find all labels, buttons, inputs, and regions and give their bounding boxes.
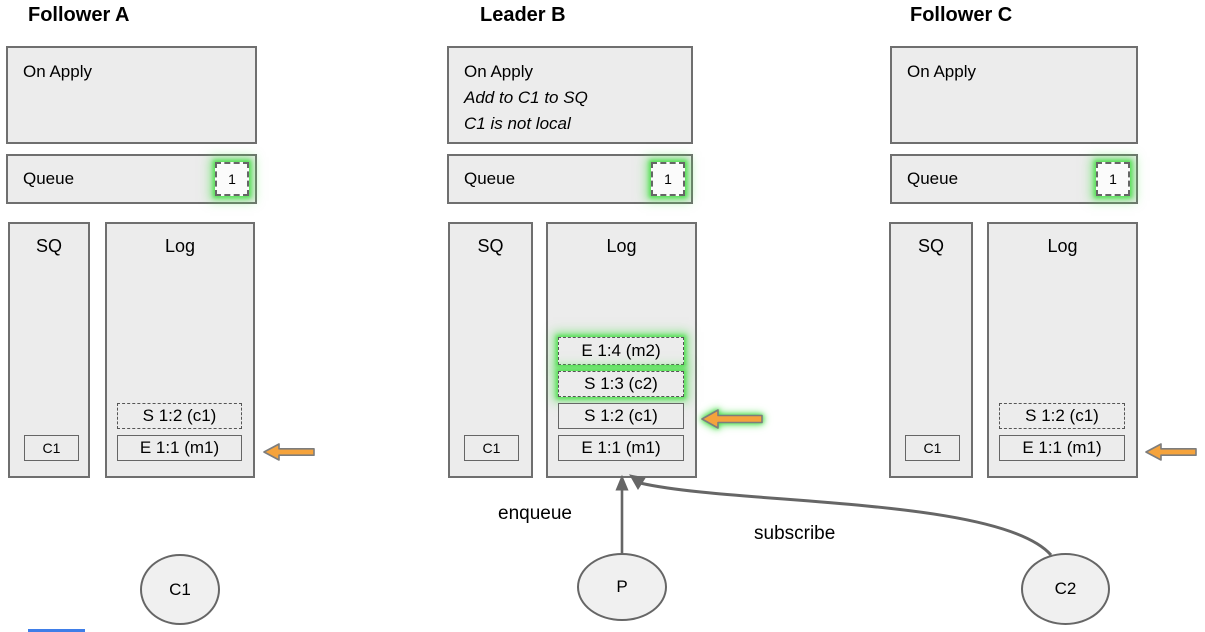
log-entry: S 1:3 (c2) (558, 371, 684, 397)
log-entry: S 1:2 (c1) (117, 403, 242, 429)
log-entry: E 1:4 (m2) (558, 337, 684, 365)
actor-circle-p: P (577, 553, 667, 621)
log-label: Log (164, 236, 196, 256)
subscribe-label: subscribe (754, 523, 836, 544)
on-apply-box: On Apply (890, 46, 1138, 144)
log-label: Log (606, 236, 637, 256)
log-entry: S 1:2 (c1) (558, 403, 684, 429)
sq-box: SQ C1 (448, 222, 533, 478)
sq-entry-c1: C1 (464, 435, 519, 461)
on-apply-label: On Apply (464, 62, 533, 81)
log-entry: E 1:1 (m1) (117, 435, 242, 461)
on-apply-label: On Apply (907, 62, 976, 81)
queue-count-badge: 1 (215, 162, 249, 196)
queue-box: Queue 1 (890, 154, 1138, 204)
queue-label: Queue (464, 169, 516, 188)
on-apply-label: On Apply (23, 62, 92, 81)
bottom-edge-blue-sliver (28, 629, 85, 632)
actor-circle-c2: C2 (1021, 553, 1110, 625)
node-title: Follower C (910, 4, 1013, 26)
log-box: Log E 1:4 (m2) S 1:3 (c2) S 1:2 (c1) E 1… (546, 222, 697, 478)
on-apply-note: C1 is not local (464, 114, 571, 133)
node-follower-a: Follower A On Apply Queue 1 SQ C1 Log S … (6, 0, 257, 632)
pointer-arrow-icon (701, 409, 763, 429)
node-leader-b: Leader B On Apply Add to C1 to SQ C1 is … (447, 0, 697, 632)
log-entry: S 1:2 (c1) (999, 403, 1125, 429)
queue-box: Queue 1 (6, 154, 257, 204)
queue-label: Queue (23, 169, 75, 188)
node-title: Follower A (28, 4, 130, 26)
on-apply-note: Add to C1 to SQ (464, 88, 588, 107)
on-apply-box: On Apply Add to C1 to SQ C1 is not local (447, 46, 693, 144)
pointer-arrow-icon (1145, 443, 1197, 461)
node-title: Leader B (480, 4, 566, 26)
log-entry: E 1:1 (m1) (558, 435, 684, 461)
enqueue-label: enqueue (498, 503, 572, 524)
on-apply-box: On Apply (6, 46, 257, 144)
sq-box: SQ C1 (8, 222, 90, 478)
sq-box: SQ C1 (889, 222, 973, 478)
sq-label: SQ (477, 236, 504, 256)
node-follower-c: Follower C On Apply Queue 1 SQ C1 Log S … (889, 0, 1138, 632)
queue-box: Queue 1 (447, 154, 693, 204)
sq-label: SQ (917, 236, 944, 256)
log-entry: E 1:1 (m1) (999, 435, 1125, 461)
log-label: Log (1047, 236, 1078, 256)
queue-count-badge: 1 (1096, 162, 1130, 196)
queue-label: Queue (907, 169, 959, 188)
log-box: Log S 1:2 (c1) E 1:1 (m1) (105, 222, 255, 478)
log-box: Log S 1:2 (c1) E 1:1 (m1) (987, 222, 1138, 478)
sq-label: SQ (35, 236, 62, 256)
sq-entry-c1: C1 (905, 435, 960, 461)
pointer-arrow-icon (263, 443, 315, 461)
queue-count-badge: 1 (651, 162, 685, 196)
sq-entry-c1: C1 (24, 435, 79, 461)
actor-circle-c1: C1 (140, 554, 220, 625)
